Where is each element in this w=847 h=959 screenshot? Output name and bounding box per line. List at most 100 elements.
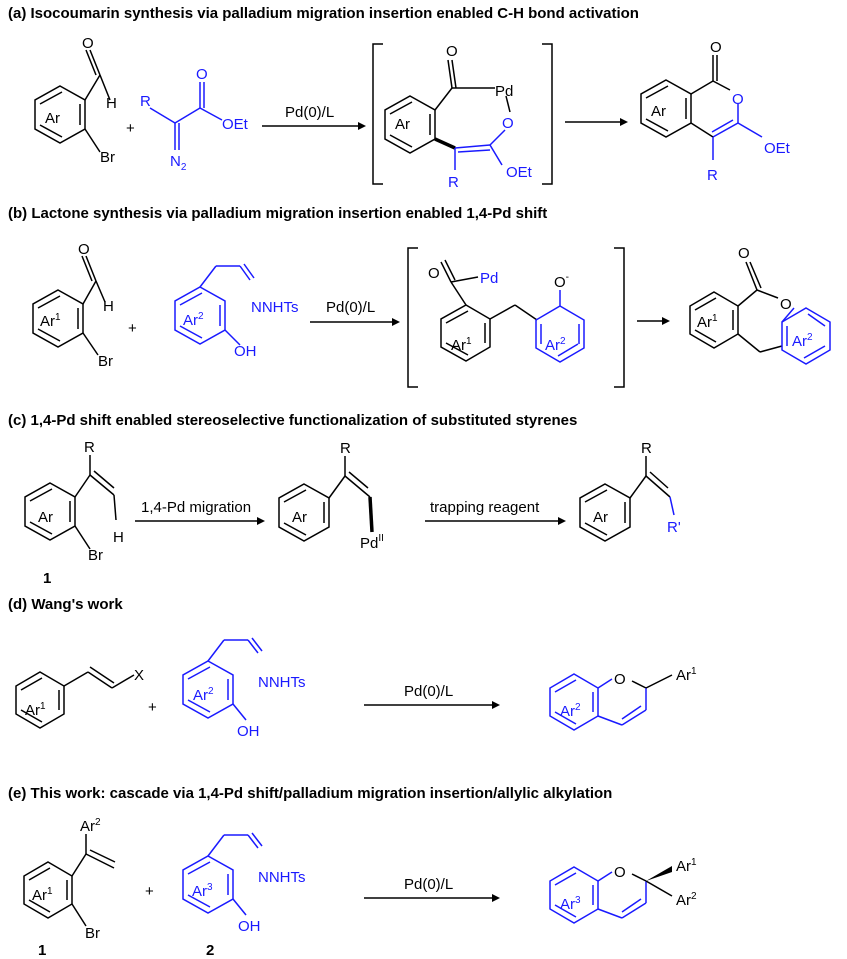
heading-e: (e) This work: cascade via 1,4-Pd shift/… <box>8 785 612 802</box>
label-o-d: O <box>614 671 626 688</box>
intermediate-b-bracket <box>407 247 625 388</box>
label-pdii: PdII <box>360 533 384 552</box>
plus-d: + <box>148 699 157 716</box>
label-oet: OEt <box>222 116 249 133</box>
label-ar2-b: Ar2 <box>183 311 204 329</box>
compound-1-e: 1 <box>38 942 46 959</box>
label-r-int: R <box>448 174 459 191</box>
label-ar3-e: Ar3 <box>192 882 213 900</box>
vinyl-pd <box>278 456 374 542</box>
label-ar1-b-int: Ar1 <box>451 336 472 354</box>
label-h: H <box>106 95 117 112</box>
label-ar-c: Ar <box>38 509 53 526</box>
label-rprime: R' <box>667 519 681 536</box>
label-r-prod: R <box>707 167 718 184</box>
arrow-d-label: Pd(0)/L <box>404 683 453 700</box>
label-o-b: O <box>78 241 90 258</box>
plus-a: + <box>126 120 135 137</box>
label-oet-int: OEt <box>506 164 533 181</box>
label-o-b-int: O <box>428 265 440 282</box>
label-ar1-dp: Ar1 <box>676 666 697 684</box>
label-o: O <box>82 35 94 52</box>
intermediate-b <box>440 259 585 363</box>
label-o-lac: O <box>738 245 750 262</box>
label-x: X <box>134 667 144 684</box>
label-ar2-lac: Ar2 <box>792 332 813 350</box>
label-oet-prod: OEt <box>764 140 791 157</box>
label-pd-b: Pd <box>480 270 498 287</box>
plus-b: + <box>128 320 137 337</box>
label-ar3-ep: Ar3 <box>560 895 581 913</box>
label-br-e: Br <box>85 925 100 942</box>
label-o-int-blue: O <box>502 115 514 132</box>
arrow-c2-label: trapping reagent <box>430 499 540 516</box>
label-h-b: H <box>103 298 114 315</box>
label-ar1-ep: Ar1 <box>676 857 697 875</box>
vinyl-x <box>15 666 135 729</box>
hydrazone-e <box>182 832 263 916</box>
arrow-e-label: Pd(0)/L <box>404 876 453 893</box>
heading-a: (a) Isocoumarin synthesis via palladium … <box>8 5 639 22</box>
aldehyde-a <box>34 49 111 153</box>
label-ar2-e: Ar2 <box>80 817 101 835</box>
label-o-ester: O <box>196 66 208 83</box>
label-ar1-lac: Ar1 <box>697 313 718 331</box>
label-o-e: O <box>614 864 626 881</box>
label-ominus: O- <box>554 272 569 291</box>
arrow-c1-label: 1,4-Pd migration <box>141 499 251 516</box>
label-n2: N2 <box>170 153 187 173</box>
label-oh-b: OH <box>234 343 257 360</box>
label-oh-d: OH <box>237 723 260 740</box>
label-r: R <box>140 93 151 110</box>
isocoumarin-product <box>640 55 763 160</box>
heading-d: (d) Wang's work <box>8 596 123 613</box>
label-br-c: Br <box>88 547 103 564</box>
label-nnhts-e: NNHTs <box>258 869 306 886</box>
label-br: Br <box>100 149 115 166</box>
label-o-prod: O <box>710 39 722 56</box>
label-ar2-ep: Ar2 <box>676 891 697 909</box>
label-h-c: H <box>113 529 124 546</box>
intermediate-a <box>384 59 511 170</box>
heading-b: (b) Lactone synthesis via palladium migr… <box>8 205 547 222</box>
label-r-c: R <box>84 439 95 456</box>
label-pd: Pd <box>495 83 513 100</box>
aldehyde-b <box>32 255 106 356</box>
label-ar-c2: Ar <box>292 509 307 526</box>
label-br-b: Br <box>98 353 113 370</box>
label-ar-prod: Ar <box>651 103 666 120</box>
label-ar2-d: Ar2 <box>193 686 214 704</box>
chromene-d <box>549 673 673 731</box>
plus-e: + <box>145 883 154 900</box>
compound-1-c: 1 <box>43 570 51 587</box>
label-o-int: O <box>446 43 458 60</box>
chromene-e <box>549 866 673 924</box>
label-ar2-b-int: Ar2 <box>545 336 566 354</box>
label-nnhts-d: NNHTs <box>258 674 306 691</box>
label-ar1-b: Ar1 <box>40 312 61 330</box>
hydrazone-b <box>174 263 255 346</box>
label-o-ring: O <box>732 91 744 108</box>
styrene-product-c <box>579 456 675 542</box>
label-nnhts-b: NNHTs <box>251 299 299 316</box>
label-ar: Ar <box>45 110 60 127</box>
label-o-lac-ring: O <box>780 296 792 313</box>
diazo-ester <box>149 82 223 150</box>
heading-c: (c) 1,4-Pd shift enabled stereoselective… <box>8 412 577 429</box>
label-ar1-e: Ar1 <box>32 886 53 904</box>
label-r-c3: R <box>641 440 652 457</box>
label-ar2-dp: Ar2 <box>560 702 581 720</box>
arrow-a1-label: Pd(0)/L <box>285 104 334 121</box>
lactone-product <box>689 261 831 365</box>
compound-2-e: 2 <box>206 942 214 959</box>
label-r-c2: R <box>340 440 351 457</box>
styrene-e <box>23 834 116 927</box>
hydrazone-d <box>182 637 263 721</box>
label-oh-e: OH <box>238 918 261 935</box>
intermediate-a-bracket <box>372 43 553 185</box>
label-ar-int: Ar <box>395 116 410 133</box>
styrene-c <box>24 455 117 550</box>
label-ar1-d: Ar1 <box>25 701 46 719</box>
arrow-b1-label: Pd(0)/L <box>326 299 375 316</box>
